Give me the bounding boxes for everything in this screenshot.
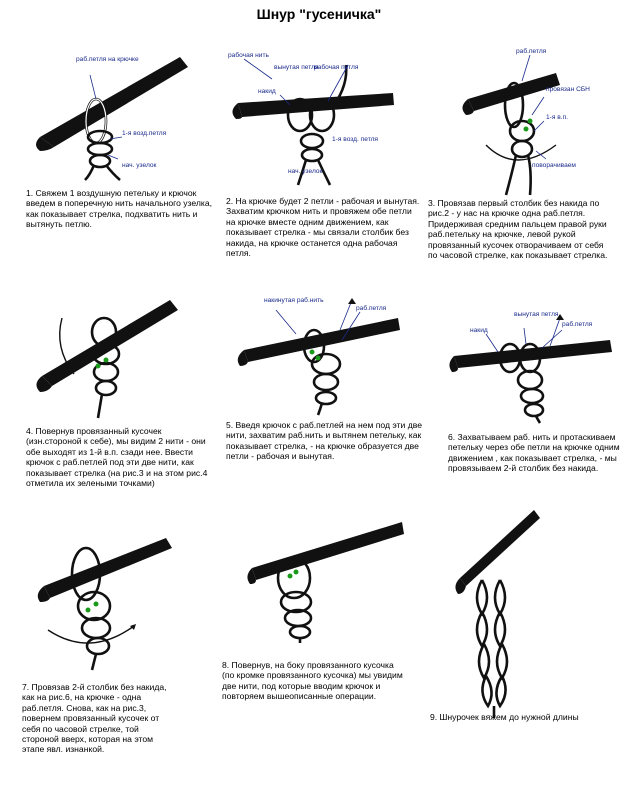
label-working-yarn: рабочая нить [228,51,269,59]
label-first-chain: 1-я возд.петля [122,130,167,137]
label-sc-done: провязан СБН [546,86,590,93]
label-yarn-over-6: накид [470,327,488,334]
label-working-loop-6: раб.петля [562,320,593,328]
figure-9-illustration [452,508,542,718]
figure-8-illustration [242,518,412,643]
label-working-loop-3: раб.петля [516,47,547,55]
label-start-knot-2: нач. узелок [288,168,323,175]
figure-5-caption: 5. Введя крючок с раб.петлей на нем под … [226,420,422,462]
label-working-loop-2: рабочая петля [314,63,359,71]
figure-1-caption: 1. Свяжем 1 воздушную петельку и крючок … [26,188,216,230]
label-thrown-yarn: накинутая раб.нить [264,296,324,304]
page-title: Шнур "гусеничка" [0,6,638,22]
figure-1-illustration: раб.петля на крючке 1-я возд.петля нач. … [30,45,210,180]
figure-7-illustration [30,530,190,670]
figure-9-caption: 9. Шнурочек вяжем до нужной длины [430,712,620,722]
figure-3-illustration: раб.петля провязан СБН 1-я в.п. поворачи… [456,45,606,195]
label-pulled-loop: вынутая петля [274,64,319,71]
figure-3-caption: 3. Провязав первый столбик без накида по… [428,198,614,260]
label-first-ch-3: 1-я в.п. [546,114,568,121]
figure-5-illustration: накинутая раб.нить раб.петля [230,290,410,415]
label-working-loop-5: раб.петля [356,304,387,312]
figure-8-caption: 8. Повернув, на боку провязанного кусочк… [222,660,406,702]
figure-7-caption: 7. Провязав 2-й столбик без накида, как … [22,682,172,755]
figure-4-caption: 4. Повернув провязанный кусочек (изн.сто… [26,426,218,488]
label-start-knot: нач. узелок [122,162,157,169]
figure-6-caption: 6. Захватываем раб. нить и протаскиваем … [448,432,620,474]
label-pulled-loop-6: вынутая петля [514,311,559,318]
label-yarn-over: накид [258,88,276,95]
figure-2-illustration: рабочая нить вынутая петля рабочая петля… [228,45,408,185]
label-turning: поворачиваем [532,162,576,169]
figure-2-caption: 2. На крючке будет 2 петли - рабочая и в… [226,196,422,258]
figure-4-illustration [30,288,190,418]
label-working-loop: раб.петля на крючке [76,55,139,63]
figure-6-illustration: накид вынутая петля раб.петля [450,298,615,423]
label-first-chain-2: 1-я возд. петля [332,136,378,143]
